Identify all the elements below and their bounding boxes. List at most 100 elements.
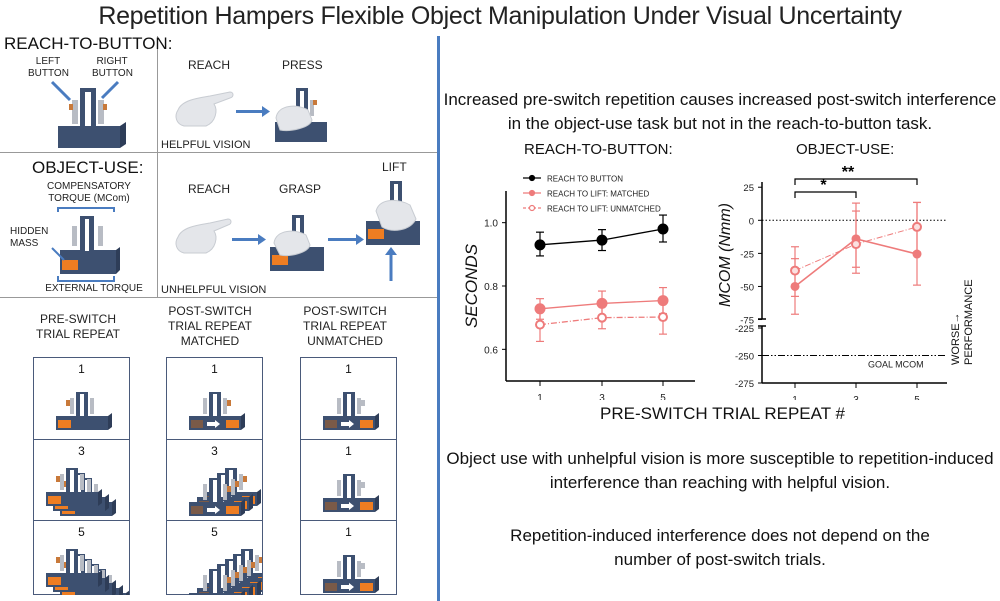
legend-label: REACH TO BUTTON xyxy=(547,175,623,184)
series-line xyxy=(539,316,664,326)
data-point xyxy=(851,239,861,250)
data-point xyxy=(596,234,608,246)
data-point xyxy=(912,221,922,232)
device-stack-illustration xyxy=(46,468,116,516)
arrow-right-icon xyxy=(236,106,270,117)
data-point xyxy=(658,312,668,323)
column-heading-pre-switch: PRE-SWITCH TRIAL REPEAT xyxy=(35,312,121,341)
step-reach-2: REACH xyxy=(188,182,231,196)
device-stack-illustration xyxy=(189,549,262,595)
device xyxy=(323,474,379,512)
trial-cell: 1 xyxy=(301,439,396,521)
device-stack-illustration xyxy=(323,392,379,430)
device-stack-illustration xyxy=(46,549,129,595)
divider-row-2 xyxy=(0,297,437,298)
column-heading-post-unmatched: POST-SWITCH TRIAL REPEAT UNMATCHED xyxy=(302,304,388,348)
legend-marker xyxy=(528,189,536,197)
trial-cell: 1 xyxy=(301,358,396,439)
finding-3: Repetition-induced interference does not… xyxy=(510,526,930,569)
reference-label: GOAL MCOM xyxy=(868,360,924,370)
arrow-right-icon xyxy=(207,506,220,514)
trial-count: 5 xyxy=(211,525,218,539)
data-point xyxy=(597,312,607,323)
divider-row-1 xyxy=(0,152,437,153)
arrow-right-icon xyxy=(341,420,354,428)
worse-performance-label: WORSE→ xyxy=(950,312,962,365)
y-axis-label: SECONDS xyxy=(462,243,481,328)
trial-count: 1 xyxy=(345,444,352,458)
data-point xyxy=(535,319,545,330)
device-stack-illustration xyxy=(189,468,261,516)
trial-count: 3 xyxy=(78,444,85,458)
significance-marker: ** xyxy=(842,164,855,181)
trial-count: 1 xyxy=(211,362,218,376)
right-button-label: RIGHT BUTTON xyxy=(92,56,133,79)
device-stack-illustration xyxy=(323,555,379,593)
step-grasp: GRASP xyxy=(279,182,322,196)
chart-title-reach-to-button: REACH-TO-BUTTON: xyxy=(524,141,673,158)
chart-title-object-use: OBJECT-USE: xyxy=(796,141,895,158)
reach-press-illustration xyxy=(175,88,327,142)
legend-label: REACH TO LIFT: MATCHED xyxy=(547,190,649,199)
significance-marker: * xyxy=(820,177,827,194)
trial-count: 1 xyxy=(78,362,85,376)
arrow-right-icon xyxy=(341,583,354,591)
step-reach-1: REACH xyxy=(188,58,231,72)
device xyxy=(56,392,112,430)
data-point xyxy=(790,265,800,276)
trial-column-1: 1 3 5 xyxy=(166,357,263,595)
shared-x-axis-label: PRE-SWITCH TRIAL REPEAT # xyxy=(600,404,845,423)
trial-count: 3 xyxy=(211,444,218,458)
worse-performance-label: PERFORMANCE xyxy=(963,279,975,365)
trial-cell: 1 xyxy=(167,358,262,439)
device-stack-illustration xyxy=(323,474,379,512)
trial-cell: 5 xyxy=(34,520,129,595)
step-lift: LIFT xyxy=(382,160,407,174)
x-tick-label: 1 xyxy=(792,395,798,400)
y-tick-label: 0.8 xyxy=(484,282,498,293)
trial-count: 1 xyxy=(345,525,352,539)
y-tick-label: -250 xyxy=(735,352,754,363)
data-point xyxy=(657,223,669,235)
data-point xyxy=(534,239,546,251)
y-tick-label: 0 xyxy=(749,216,754,227)
y-tick-label: -25 xyxy=(740,249,754,260)
arrow-right-icon xyxy=(207,420,220,428)
poster-title: Repetition Hampers Flexible Object Manip… xyxy=(98,2,902,30)
y-tick-label: -75 xyxy=(740,316,754,327)
trial-cell: 3 xyxy=(167,439,262,521)
object-use-heading: OBJECT-USE: xyxy=(32,158,144,177)
unhelpful-vision-label: UNHELPFUL VISION xyxy=(161,284,267,296)
external-torque-label: EXTERNAL TORQUE xyxy=(45,283,143,294)
device xyxy=(323,392,379,430)
trial-cell: 1 xyxy=(34,358,129,439)
arrow-right-icon xyxy=(341,502,354,510)
legend-marker xyxy=(528,204,536,212)
object-device-illustration xyxy=(51,207,120,282)
y-tick-label: 1.0 xyxy=(484,219,498,230)
reach-grasp-lift-illustration xyxy=(175,181,420,281)
finding-2: Object use with unhelpful vision is more… xyxy=(446,449,994,492)
device xyxy=(189,392,245,430)
finding-1: Increased pre-switch repetition causes i… xyxy=(443,90,997,133)
panel-divider xyxy=(437,36,440,601)
x-tick-label: 5 xyxy=(660,393,666,400)
significance-bracket xyxy=(794,191,857,198)
y-tick-label: -275 xyxy=(735,379,754,390)
column-heading-post-matched: POST-SWITCH TRIAL REPEAT MATCHED xyxy=(167,304,253,348)
legend-label: REACH TO LIFT: UNMATCHED xyxy=(547,205,661,214)
y-tick-label: 25 xyxy=(743,183,754,194)
significance-bracket xyxy=(794,178,918,185)
device xyxy=(323,555,379,593)
divider-col xyxy=(157,36,158,297)
y-axis-label: MCOM (Nmm) xyxy=(717,203,734,307)
object-use-chart: 250-25-50-75-225-250-275135MCOM (Nmm)GOA… xyxy=(717,164,975,400)
trial-count: 1 xyxy=(345,362,352,376)
x-tick-label: 5 xyxy=(914,395,920,400)
left-button-label: LEFT BUTTON xyxy=(28,56,69,79)
trial-column-2: 1 1 1 xyxy=(300,357,397,595)
device xyxy=(46,549,102,587)
device xyxy=(189,569,245,595)
trial-count: 5 xyxy=(78,525,85,539)
